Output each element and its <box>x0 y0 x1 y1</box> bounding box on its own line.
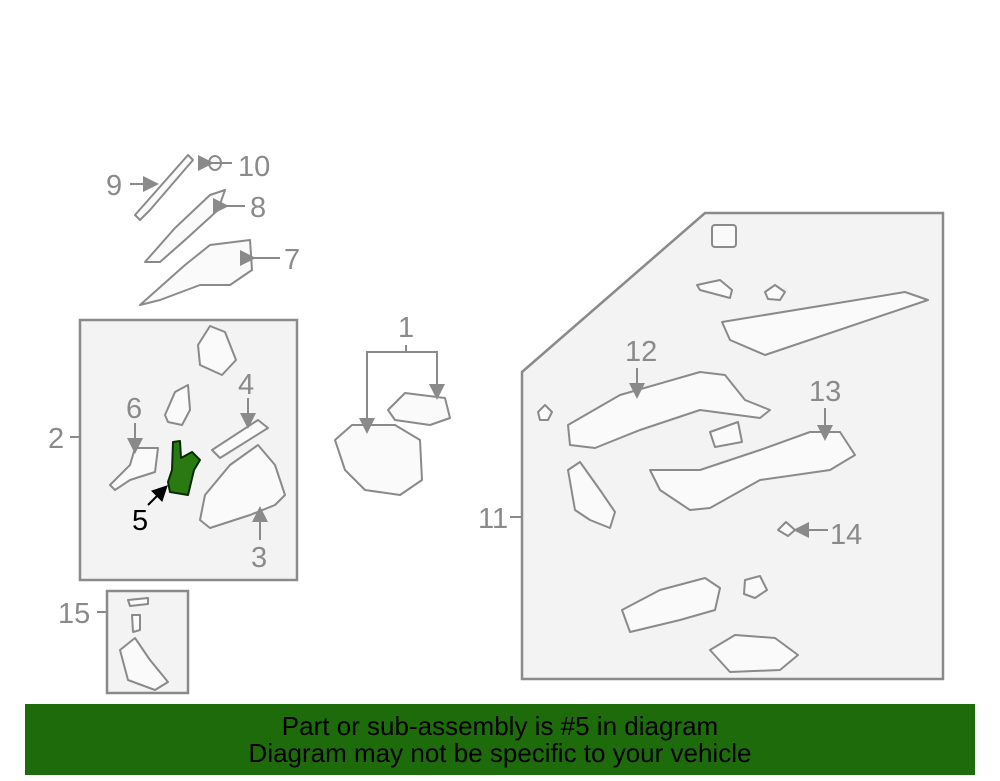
diagram-notice-banner: Part or sub-assembly is #5 in diagram Di… <box>25 704 975 775</box>
banner-line-disclaimer: Diagram may not be specific to your vehi… <box>248 738 752 768</box>
callout-1: 1 <box>398 312 414 344</box>
part-11-small-bracket <box>743 575 768 599</box>
assembly-box-2 <box>78 318 299 582</box>
part-11-small-plate <box>709 421 743 448</box>
part-15-bolt <box>131 614 141 633</box>
part-5-highlighted <box>167 440 201 496</box>
part-upper-bracket <box>197 325 237 376</box>
part-1-right <box>387 392 451 426</box>
callout-12: 12 <box>625 336 657 368</box>
part-11-strip <box>696 279 733 299</box>
part-11-cap <box>764 284 786 301</box>
callout-5: 5 <box>132 505 148 537</box>
callout-2: 2 <box>48 423 64 455</box>
part-11-pan <box>709 634 799 673</box>
callout-13: 13 <box>809 376 841 408</box>
part-11-clip <box>711 224 737 248</box>
callout-8: 8 <box>250 192 266 224</box>
callout-9: 9 <box>106 170 122 202</box>
callout-10: 10 <box>238 151 270 183</box>
part-13 <box>649 431 856 511</box>
part-15-bracket <box>119 637 169 691</box>
part-11-rail <box>721 291 929 356</box>
part-4 <box>211 419 269 459</box>
part-11-grommet <box>537 404 553 421</box>
callout-3: 3 <box>251 542 267 574</box>
callout-14: 14 <box>830 519 862 551</box>
part-6 <box>109 447 159 491</box>
part-11-bracket <box>567 461 616 529</box>
callout-6: 6 <box>126 393 142 425</box>
leader-lines <box>70 155 833 613</box>
callout-11: 11 <box>478 503 508 535</box>
part-9 <box>134 154 194 221</box>
part-12 <box>567 371 771 449</box>
part-small-bracket <box>164 384 191 426</box>
callout-7: 7 <box>284 244 300 276</box>
part-11-lower-member <box>621 577 721 633</box>
part-15-clip <box>127 597 149 607</box>
callout-4: 4 <box>238 369 254 401</box>
part-7 <box>139 239 253 306</box>
banner-line-part-number: Part or sub-assembly is #5 in diagram <box>281 711 719 741</box>
callout-15: 15 <box>58 598 90 630</box>
part-1-left <box>334 424 423 496</box>
